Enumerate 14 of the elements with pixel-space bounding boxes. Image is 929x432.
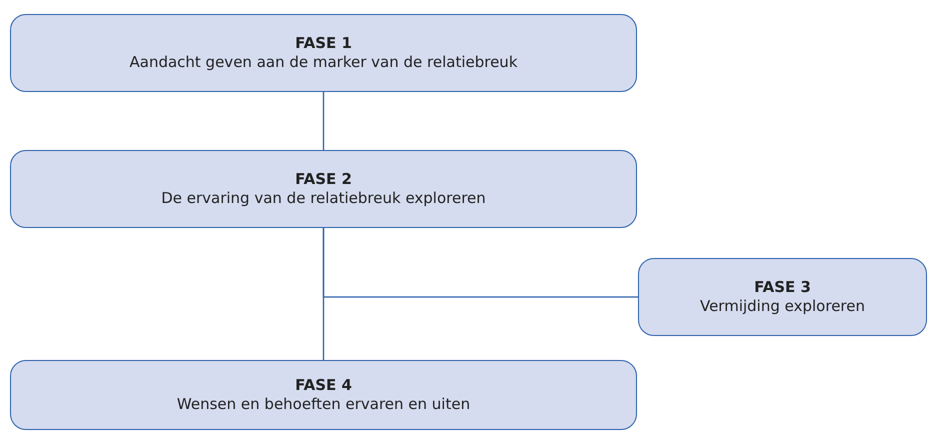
phase-box — [638, 258, 927, 336]
phase-title: FASE 4 — [295, 376, 352, 395]
phase-description: Aandacht geven aan de marker van de relatiebreuk — [129, 53, 518, 72]
phase-title: FASE 1 — [295, 34, 352, 53]
connector-line — [322, 92, 324, 150]
phase-title: FASE 2 — [295, 170, 352, 189]
phase-box — [10, 150, 637, 228]
phase-box — [10, 360, 637, 430]
phase-box — [10, 14, 637, 92]
phase-description: De ervaring van de relatiebreuk exploreren — [161, 189, 486, 208]
phase-description: Wensen en behoeften ervaren en uiten — [176, 395, 470, 414]
phase-title: FASE 3 — [754, 278, 811, 297]
connector-line — [322, 228, 638, 298]
phase-description: Vermijding exploreren — [700, 297, 865, 316]
